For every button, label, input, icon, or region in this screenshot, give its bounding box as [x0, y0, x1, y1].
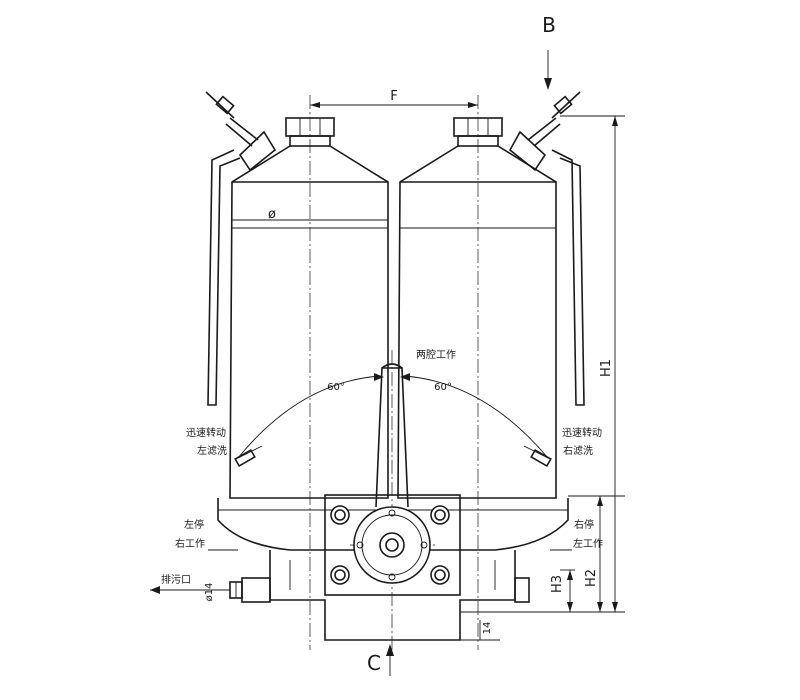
changeover-valve: [353, 363, 431, 584]
left-stop-label-2: 右工作: [175, 537, 205, 550]
dimension-diameter-label: ø: [268, 207, 276, 222]
view-c-label: C: [367, 651, 381, 675]
right-filter-housing: [397, 117, 557, 499]
angle-left-label: 60°: [327, 382, 345, 393]
side-fitting: [514, 577, 530, 603]
dimension-f-label: F: [390, 89, 397, 104]
drain-port: [150, 577, 271, 603]
dimension-14: [460, 620, 500, 641]
left-stop-label-1: 左停: [184, 518, 204, 531]
right-wash-label-2: 右滤洗: [563, 444, 593, 457]
bolts: [330, 505, 450, 585]
right-wash-label-1: 迅速转动: [562, 426, 602, 439]
right-stop-label-1: 右停: [574, 518, 594, 531]
dimension-14-label: 14: [482, 622, 493, 635]
dimension-phi14-label: ø14: [204, 583, 215, 602]
dimension-f: [310, 102, 478, 108]
both-working-label: 两腔工作: [416, 348, 456, 361]
vertical-dimensions: [460, 115, 625, 613]
left-wash-label-1: 迅速转动: [186, 426, 226, 439]
left-vent-valve: [205, 91, 277, 406]
rotation-arcs: [234, 373, 552, 468]
left-filter-housing: [229, 117, 389, 499]
drain-label: 排污口: [161, 573, 191, 586]
dimension-h3-label: H3: [550, 575, 565, 593]
left-wash-label-2: 左滤洗: [197, 444, 227, 457]
view-arrow-c: [386, 644, 394, 676]
view-b-label: B: [542, 13, 556, 37]
angle-right-label: 60°: [434, 382, 452, 393]
right-vent-valve: [508, 91, 585, 406]
dimension-h2-label: H2: [584, 569, 599, 587]
dimension-h1-label: H1: [599, 359, 614, 377]
view-arrow-b: [544, 50, 552, 90]
right-stop-label-2: 左工作: [573, 537, 603, 550]
